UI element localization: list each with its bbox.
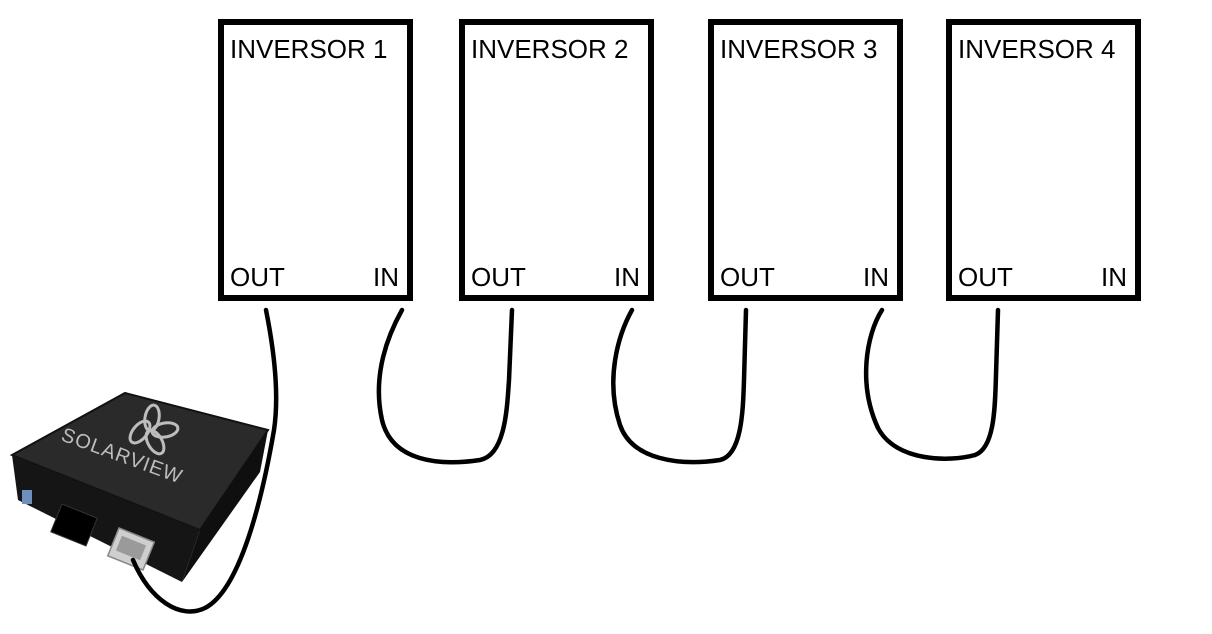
cable-inv3-in-to-inv4-out (863, 307, 1001, 461)
inverter-in-label: IN (614, 262, 640, 292)
inverter-title: INVERSOR 1 (230, 34, 388, 64)
inverter-out-label: OUT (230, 262, 285, 292)
port-slot (50, 503, 98, 547)
cable-inv2-in-to-inv3-out (611, 307, 749, 465)
inverter-box-4: INVERSOR 4 OUT IN (946, 19, 1141, 301)
inverter-in-label: IN (863, 262, 889, 292)
solarview-device: SOLARVIEW (9, 391, 270, 582)
inverter-box-1: INVERSOR 1 OUT IN (218, 19, 413, 301)
inverter-title: INVERSOR 2 (471, 34, 629, 64)
cable-inv1-in-to-inv2-out (376, 307, 515, 465)
inverter-box-3: INVERSOR 3 OUT IN (708, 19, 903, 301)
inverter-box-2: INVERSOR 2 OUT IN (459, 19, 654, 301)
inverter-title: INVERSOR 4 (958, 34, 1116, 64)
solarview-logo-icon (128, 403, 180, 456)
usb-port (22, 490, 32, 504)
inverter-in-label: IN (373, 262, 399, 292)
inverter-title: INVERSOR 3 (720, 34, 878, 64)
inverter-out-label: OUT (958, 262, 1013, 292)
inverter-in-label: IN (1101, 262, 1127, 292)
inverter-out-label: OUT (720, 262, 775, 292)
inverter-out-label: OUT (471, 262, 526, 292)
cable-device-to-inv1-out (130, 307, 279, 614)
